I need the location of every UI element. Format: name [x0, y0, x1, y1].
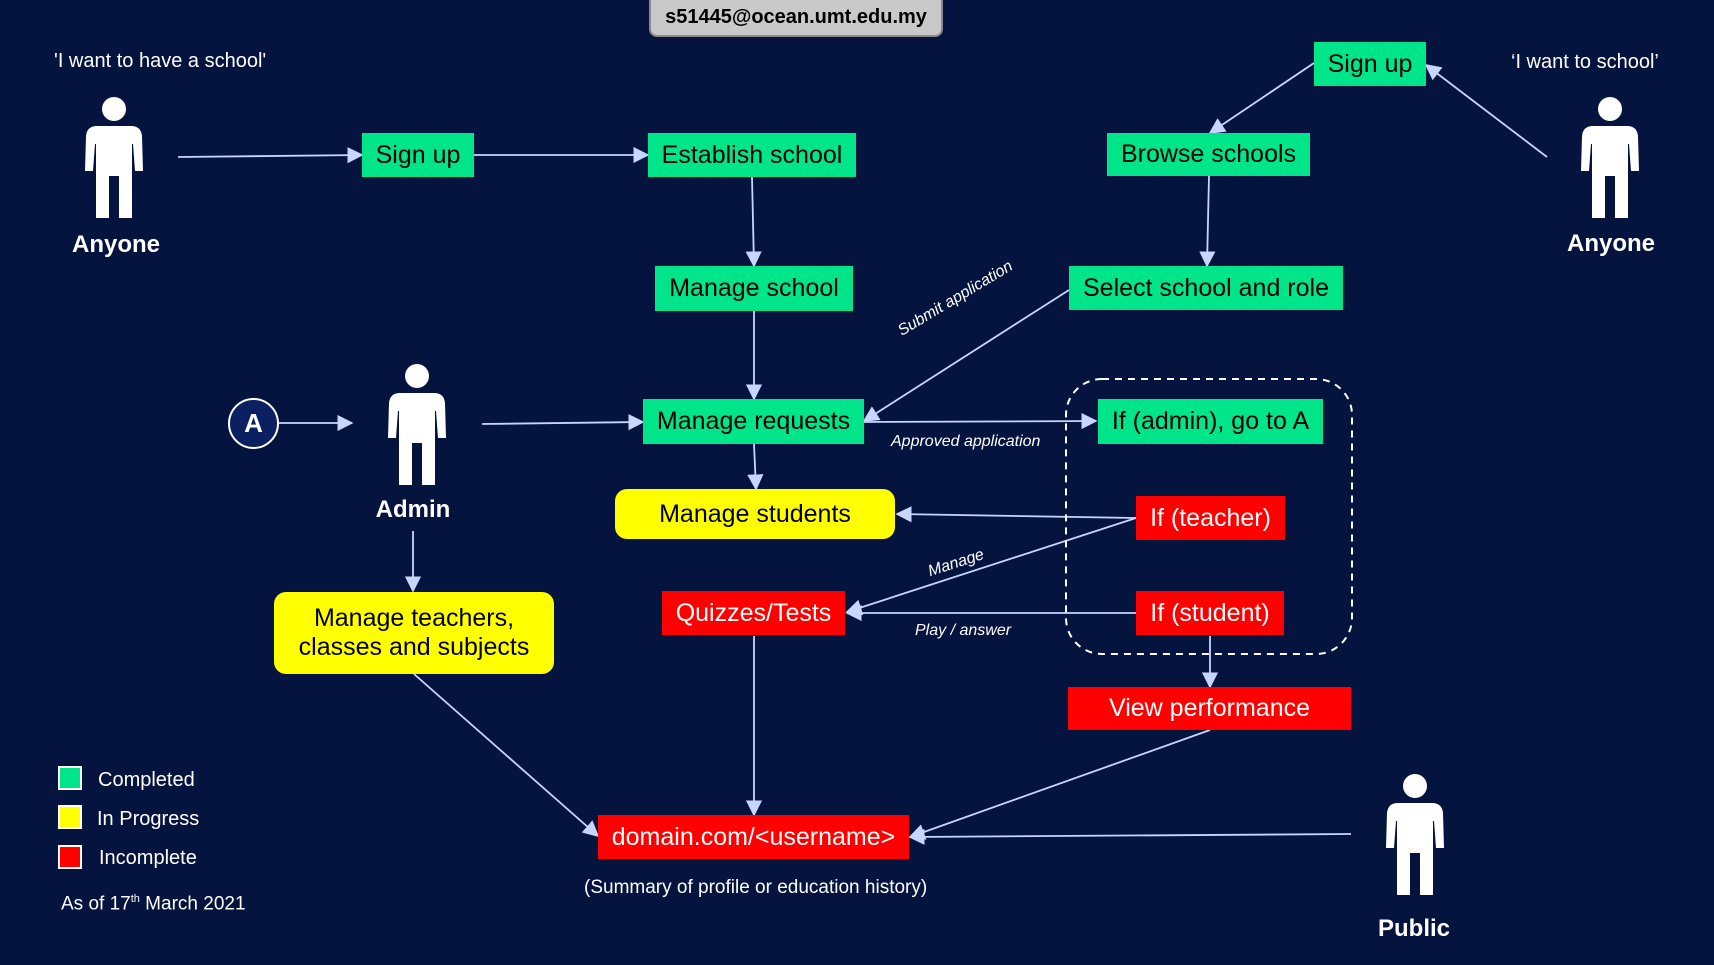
node-view-performance: View performance [1068, 687, 1351, 730]
as-of-superscript: th [130, 893, 140, 905]
arrow-select-to-requests [862, 289, 1070, 422]
role-branch-group [1065, 378, 1353, 655]
arrow-teacher-to-students [895, 506, 1137, 523]
arrow-teachers-to-domain [413, 673, 600, 838]
person-icon [85, 97, 143, 218]
arrow-requests-to-students [747, 443, 764, 491]
connector-A: A [228, 398, 279, 449]
as-of-date: As of 17th March 2021 [61, 893, 246, 915]
quote-left: 'I want to have a school' [54, 50, 267, 72]
node-manage-school: Manage school [655, 266, 853, 311]
arrow-performance-to-domain [908, 729, 1211, 840]
arrow-browse-to-select [1199, 175, 1216, 268]
person-icon [388, 364, 446, 485]
node-if-student: If (student) [1136, 591, 1284, 635]
domain-summary-note: (Summary of profile or education history… [584, 877, 928, 898]
node-domain: domain.com/<username> [598, 815, 909, 859]
legend-label-completed: Completed [98, 769, 195, 791]
node-select-school-role: Select school and role [1069, 266, 1343, 310]
legend-label-incomplete: Incomplete [99, 847, 197, 869]
node-manage-students: Manage students [615, 489, 895, 539]
node-browse-schools: Browse schools [1107, 133, 1310, 176]
actor-admin: Admin [375, 496, 451, 523]
node-signup-right: Sign up [1314, 42, 1426, 86]
as-of-suffix: March 2021 [139, 893, 246, 915]
legend-swatch-completed [58, 766, 82, 790]
arrow-anyone-to-signup [177, 147, 364, 164]
actor-public: Public [1377, 915, 1450, 942]
node-if-teacher: If (teacher) [1136, 496, 1285, 540]
arrow-signup-right-to-browse [1208, 62, 1315, 134]
arrow-requests-to-if-admin [863, 412, 1098, 430]
arrow-admin-to-requests [481, 414, 645, 431]
arrow-establish-to-manage-school [745, 176, 762, 268]
legend-swatch-in-progress [58, 805, 82, 829]
arrow-teacher-to-quizzes [845, 517, 1137, 616]
email-tab: s51445@ocean.umt.edu.my [649, 0, 943, 37]
legend-swatch-incomplete [58, 845, 82, 869]
quote-right: ‘I want to school’ [1511, 51, 1659, 73]
edge-label-approved-application: Approved application [891, 433, 1041, 450]
as-of-prefix: As of 17 [61, 893, 131, 915]
edge-label-play-answer: Play / answer [915, 622, 1012, 639]
actor-anyone-right: Anyone [1566, 230, 1655, 257]
person-icon [1581, 97, 1639, 218]
node-establish-school: Establish school [648, 133, 856, 177]
person-icon [1386, 774, 1444, 895]
legend-label-in-progress: In Progress [97, 808, 200, 830]
node-quizzes-tests: Quizzes/Tests [662, 591, 845, 635]
arrow-public-to-domain [908, 828, 1352, 846]
node-signup-left: Sign up [362, 133, 474, 177]
actor-anyone-left: Anyone [71, 231, 160, 258]
node-manage-teachers: Manage teachers, classes and subjects [274, 592, 554, 674]
node-if-admin: If (admin), go to A [1098, 399, 1323, 444]
arrow-anyone-right-to-signup [1424, 64, 1548, 158]
node-manage-requests: Manage requests [643, 399, 864, 444]
